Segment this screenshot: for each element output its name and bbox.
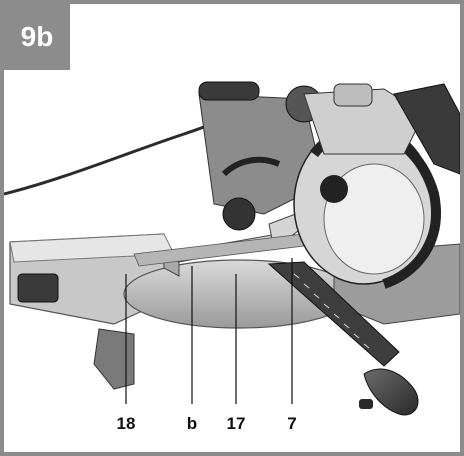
callout-label-18: 18 [116,414,136,433]
callout-lines [125,258,293,404]
front-leg-left [93,328,135,390]
blade-hub [320,175,348,203]
callout-label-17: 17 [226,414,246,433]
dust-port [333,83,373,107]
bevel-knob [222,197,256,231]
clamp-hole [17,273,59,303]
handle-grip [198,81,260,101]
rear-handle [393,83,460,175]
bevel-scale [221,156,281,177]
figure-badge: 9b [4,4,70,70]
front-handle [363,368,419,416]
miter-saw-photo [4,81,460,416]
blade [323,163,425,275]
callout-label-b: b [186,414,198,433]
callout-label-7: 7 [287,414,297,433]
lock-knob [359,399,373,409]
